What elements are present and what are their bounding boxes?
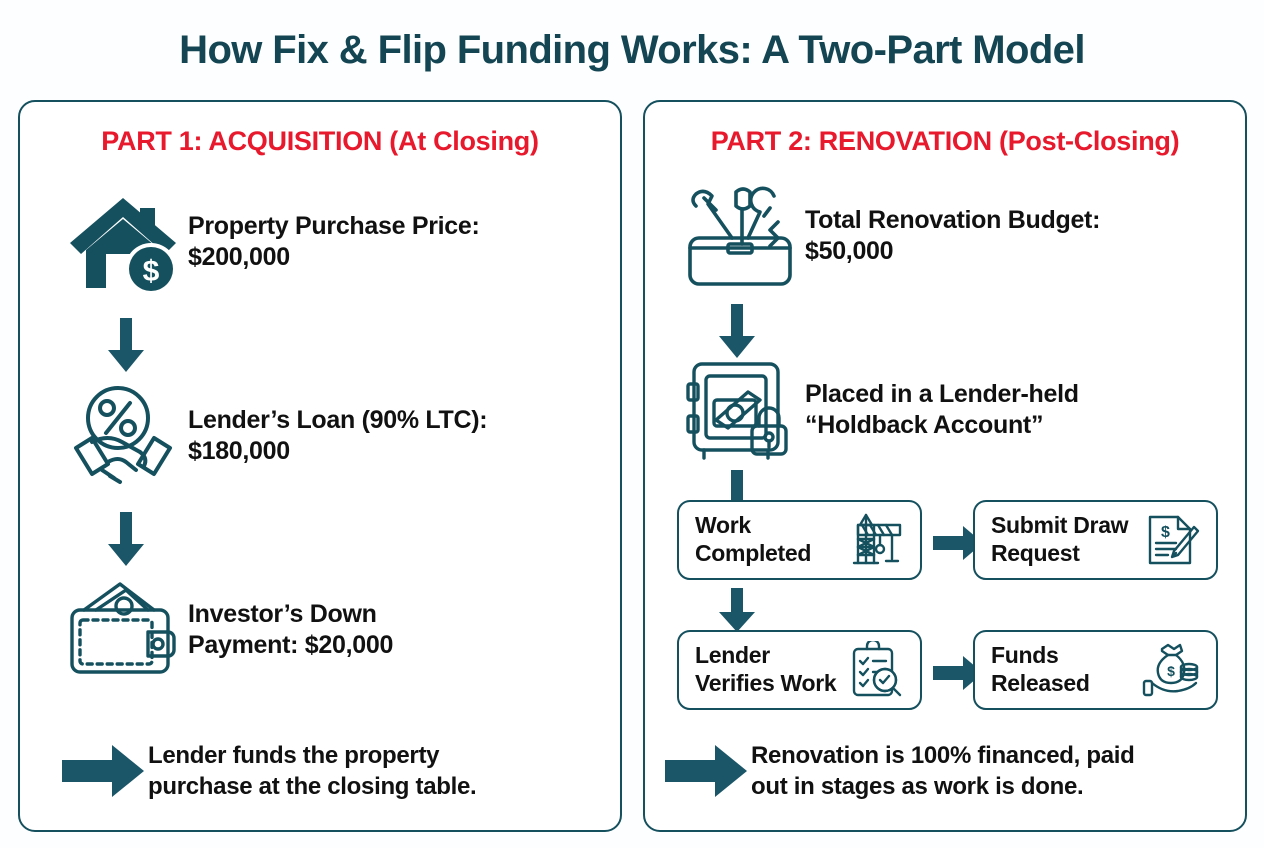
footnote-line-2: out in stages as work is done. <box>751 773 1084 801</box>
right-arrow-icon <box>62 745 148 798</box>
step-lender-loan-text: Lender’s Loan (90% LTC): $180,000 <box>188 405 488 468</box>
step-text-line-1: Lender’s Loan (90% LTC): <box>188 405 488 434</box>
right-arrow-icon <box>665 745 751 798</box>
step-property-purchase-text: Property Purchase Price: $200,000 <box>188 211 480 274</box>
step-down-payment: Investor’s Down Payment: $20,000 <box>58 574 618 686</box>
footnote-line-1: Renovation is 100% financed, paid <box>751 742 1135 769</box>
step-text-line-2: $180,000 <box>188 437 290 465</box>
process-label-line-2: Request <box>991 540 1080 566</box>
svg-text:$: $ <box>1161 524 1170 541</box>
step-text-line-2: $200,000 <box>188 243 290 271</box>
process-label-line-1: Submit Draw <box>991 512 1129 539</box>
panel-renovation-header: PART 2: RENOVATION (Post-Closing) <box>710 126 1180 156</box>
svg-text:$: $ <box>1167 663 1175 679</box>
process-box-funds-released[interactable]: Funds Released $ <box>973 630 1218 710</box>
safe-with-lock-icon <box>675 354 805 466</box>
step-lender-loan: Lender’s Loan (90% LTC): $180,000 <box>58 380 618 492</box>
step-property-purchase: $ Property Purchase Price: $200,000 <box>58 186 618 298</box>
acquisition-footnote: Lender funds the property purchase at th… <box>62 740 602 802</box>
renovation-footnote-text: Renovation is 100% financed, paid out in… <box>751 740 1135 802</box>
right-arrow-icon <box>933 656 983 690</box>
down-arrow-icon <box>717 304 757 358</box>
document-dollar-pen-icon: $ <box>1140 509 1202 571</box>
house-with-dollar-icon: $ <box>58 186 188 298</box>
money-bag-hand-icon: $ <box>1140 639 1202 701</box>
step-text-line-2: Payment: $20,000 <box>188 631 394 659</box>
down-arrow-icon <box>717 588 757 632</box>
construction-crane-icon <box>844 509 906 571</box>
step-text-line-1: Property Purchase Price: <box>188 211 480 240</box>
process-box-work-completed[interactable]: Work Completed <box>677 500 922 580</box>
process-box-submit-draw-request[interactable]: Submit Draw Request $ <box>973 500 1218 580</box>
process-label-line-2: Verifies Work <box>695 670 837 696</box>
step-text-line-1: Investor’s Down <box>188 599 377 628</box>
svg-text:$: $ <box>143 255 160 288</box>
process-label-line-1: Funds <box>991 642 1059 669</box>
step-holdback-account-text: Placed in a Lender-held “Holdback Accoun… <box>805 379 1079 442</box>
step-text-line-2: “Holdback Account” <box>805 411 1044 439</box>
footnote-line-2: purchase at the closing table. <box>148 773 477 801</box>
panel-renovation: PART 2: RENOVATION (Post-Closing) <box>643 100 1247 832</box>
wallet-with-cash-icon <box>58 574 188 686</box>
process-label-line-1: Work <box>695 512 751 539</box>
process-box-lender-verifies-work[interactable]: Lender Verifies Work <box>677 630 922 710</box>
down-arrow-icon <box>106 512 146 566</box>
process-box-label: Lender Verifies Work <box>695 642 837 697</box>
footnote-line-1: Lender funds the property <box>148 742 440 769</box>
step-holdback-account: Placed in a Lender-held “Holdback Accoun… <box>675 354 1241 466</box>
process-box-label: Work Completed <box>695 512 811 567</box>
page-title: How Fix & Flip Funding Works: A Two-Part… <box>179 28 1085 72</box>
handshake-percent-icon <box>58 380 188 492</box>
step-text-line-2: $50,000 <box>805 237 894 265</box>
renovation-footnote: Renovation is 100% financed, paid out in… <box>665 740 1241 802</box>
clipboard-magnifier-icon <box>844 639 906 701</box>
panel-acquisition-header: PART 1: ACQUISITION (At Closing) <box>101 126 539 156</box>
step-renovation-budget-text: Total Renovation Budget: $50,000 <box>805 205 1100 268</box>
step-text-line-1: Placed in a Lender-held <box>805 379 1079 408</box>
step-renovation-budget: Total Renovation Budget: $50,000 <box>675 180 1241 292</box>
process-box-label: Funds Released <box>991 642 1090 697</box>
process-label-line-1: Lender <box>695 642 770 669</box>
panel-acquisition: PART 1: ACQUISITION (At Closing) $ Prope… <box>18 100 622 832</box>
step-down-payment-text: Investor’s Down Payment: $20,000 <box>188 599 393 662</box>
process-label-line-2: Completed <box>695 540 812 566</box>
right-arrow-icon <box>933 526 983 560</box>
down-arrow-icon <box>106 318 146 372</box>
process-label-line-2: Released <box>991 670 1090 696</box>
acquisition-footnote-text: Lender funds the property purchase at th… <box>148 740 477 802</box>
toolbox-icon <box>675 180 805 292</box>
process-box-label: Submit Draw Request <box>991 512 1129 567</box>
step-text-line-1: Total Renovation Budget: <box>805 205 1101 234</box>
